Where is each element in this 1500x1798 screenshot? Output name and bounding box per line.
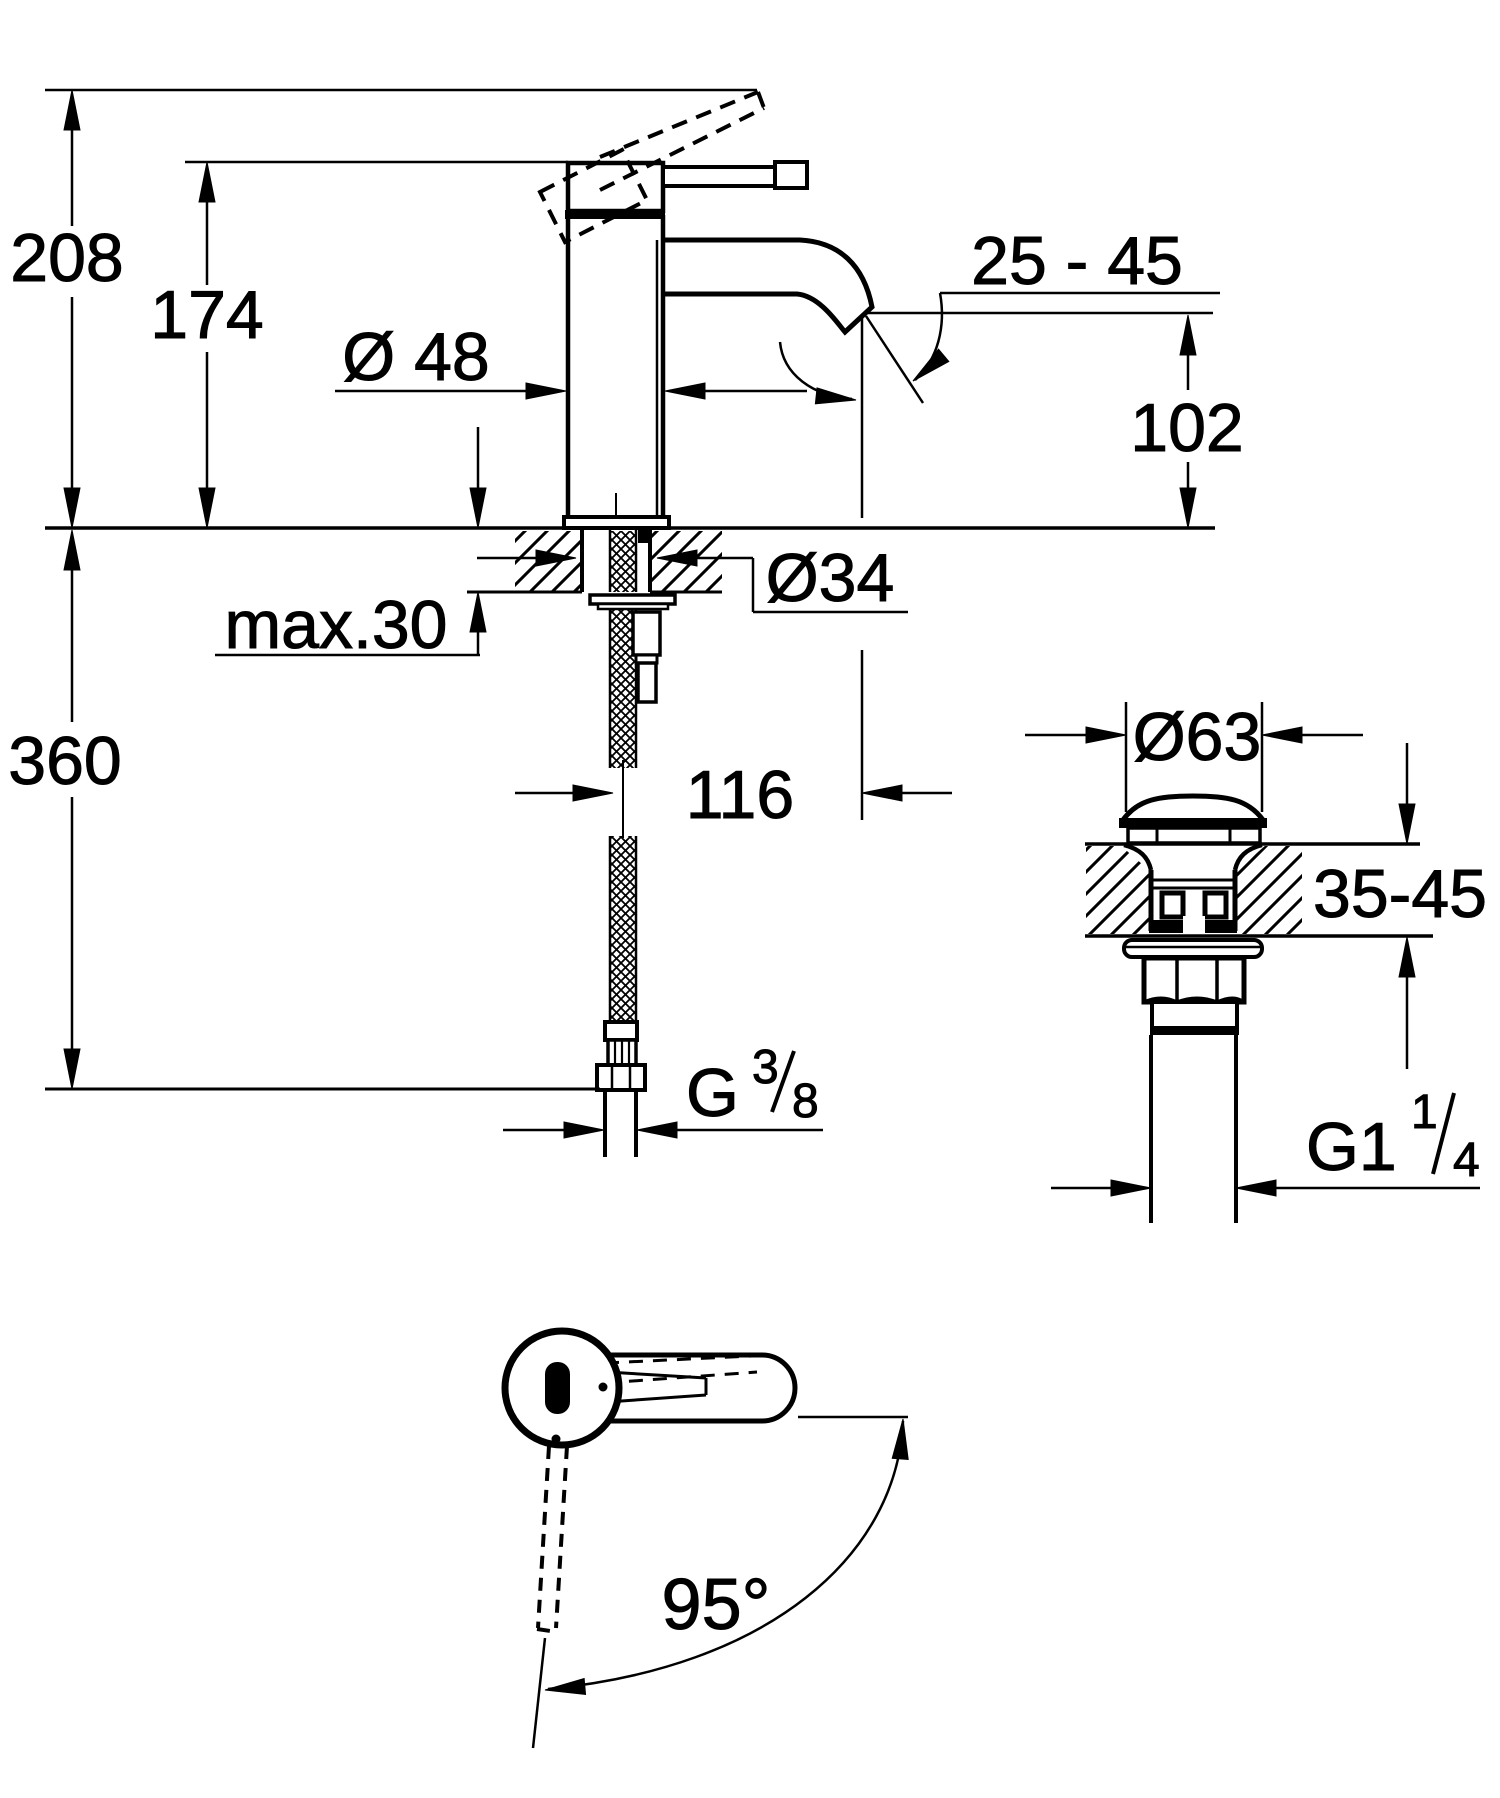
- waste-funnel-right: [1232, 842, 1263, 871]
- dim-waste-thread: G1 1 4: [1051, 1086, 1480, 1197]
- waste-cap-skirt: [1126, 826, 1262, 845]
- hose-connector-nut: [595, 1063, 647, 1092]
- dim-label-d48: Ø 48: [342, 319, 489, 395]
- waste-cap-dome: [1120, 793, 1266, 822]
- dim-cap-diameter: Ø63: [1025, 699, 1363, 812]
- dim-label-3545: 35-45: [1313, 856, 1487, 932]
- dim-label-116: 116: [686, 757, 794, 833]
- lever-tip: [773, 160, 809, 190]
- waste-thread-g: G1: [1306, 1109, 1397, 1185]
- dim-height-to-spout: 174: [150, 161, 264, 529]
- hose-braid-lower: [610, 836, 636, 1022]
- dim-body-diameter: Ø 48: [335, 319, 807, 400]
- dim-label-max30: max.30: [225, 587, 448, 663]
- cartridge-housing: [565, 160, 666, 214]
- index-dot: [551, 1434, 561, 1444]
- dim-label-360: 360: [8, 723, 121, 799]
- spout-outline: [663, 237, 875, 336]
- waste-base-tab: [1183, 916, 1205, 933]
- waste-thread-denominator: 4: [1453, 1134, 1480, 1187]
- thread-g: G: [686, 1055, 739, 1131]
- aerator-axis-line: [864, 315, 925, 404]
- dim-label-d63: Ø63: [1133, 699, 1262, 775]
- dim-label-95deg: 95°: [662, 1565, 771, 1645]
- dim-spout-projection: 116: [515, 757, 952, 834]
- dim-swivel-angle: 95°: [543, 1415, 912, 1699]
- dim-deck-thickness: max.30: [215, 427, 487, 664]
- top-view: 95°: [501, 1327, 912, 1749]
- mounting-stud-lower: [636, 661, 658, 704]
- waste-nut: [1141, 955, 1247, 1005]
- dim-hose-thread: G 3 8: [503, 1041, 823, 1139]
- dim-label-174: 174: [150, 277, 263, 353]
- waste-flange: [1122, 938, 1264, 959]
- lever-raised-dashed: [537, 90, 766, 245]
- dim-waste-deck-range: 35-45: [1313, 743, 1487, 1069]
- thread-denominator: 8: [792, 1075, 819, 1128]
- waste-collar: [1150, 1000, 1239, 1030]
- handle-neck-top: [606, 1370, 707, 1380]
- waste-thread-fraction-slash: [1431, 1092, 1456, 1175]
- dim-hose-length: 360: [8, 529, 122, 1090]
- handle-slot-mark: [545, 1362, 570, 1414]
- thread-numerator: 3: [752, 1041, 779, 1094]
- thread-fraction-slash: [770, 1050, 796, 1113]
- rotation-extension-line: [531, 1637, 547, 1749]
- dim-hole-diameter: Ø34: [477, 540, 908, 617]
- dim-height-total: 208: [10, 89, 124, 529]
- handle-rotated-dashed: [536, 1445, 569, 1634]
- dim-label-d34: Ø34: [766, 540, 895, 616]
- shank-clamp-block: [638, 530, 650, 543]
- mounting-stud-upper: [631, 610, 662, 657]
- dim-label-2545: 25 - 45: [971, 223, 1183, 299]
- waste-thread-numerator: 1: [1411, 1086, 1438, 1139]
- dim-spout-height: 102: [1130, 314, 1244, 529]
- waste-window: [1202, 890, 1229, 920]
- base-plate: [562, 515, 671, 530]
- front-view: 208 174 360 Ø 48: [8, 88, 1244, 1157]
- waste-funnel-left: [1123, 842, 1154, 871]
- waste-window: [1159, 890, 1186, 920]
- mounting-washer: [588, 593, 677, 606]
- hose-connector-collar: [603, 1020, 639, 1042]
- waste-view: Ø63 35-45 G1 1 4: [1025, 699, 1487, 1223]
- hose-braid-in-hole: [610, 531, 636, 592]
- handle-capsule: [605, 1352, 798, 1424]
- mounting-washer-step: [596, 602, 670, 611]
- lever-arm: [661, 165, 777, 188]
- handle-neck-bottom: [606, 1393, 707, 1404]
- index-dot: [598, 1382, 608, 1392]
- dim-aerator-angle: 25 - 45: [778, 223, 1220, 820]
- dim-label-102: 102: [1130, 390, 1243, 466]
- dim-label-208: 208: [10, 220, 123, 296]
